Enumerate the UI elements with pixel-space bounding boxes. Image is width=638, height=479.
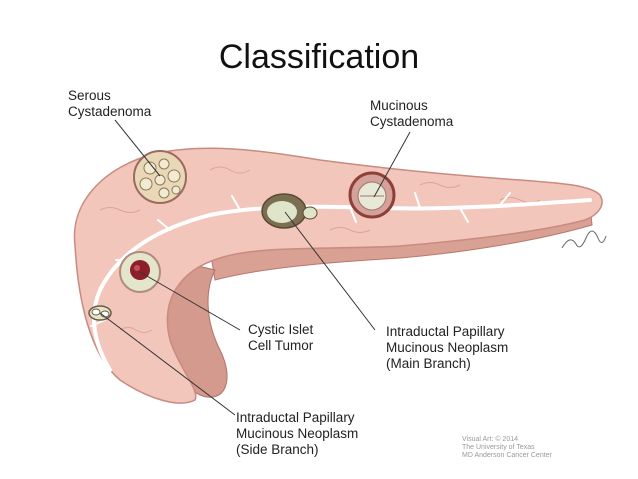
slide-title: Classification <box>218 38 420 76</box>
mucinous-cystadenoma-lesion <box>348 171 396 219</box>
artist-signature <box>561 230 607 249</box>
pancreas-body <box>73 147 603 404</box>
serous-cystadenoma-lesion <box>133 150 187 204</box>
leader-lines <box>99 119 411 416</box>
